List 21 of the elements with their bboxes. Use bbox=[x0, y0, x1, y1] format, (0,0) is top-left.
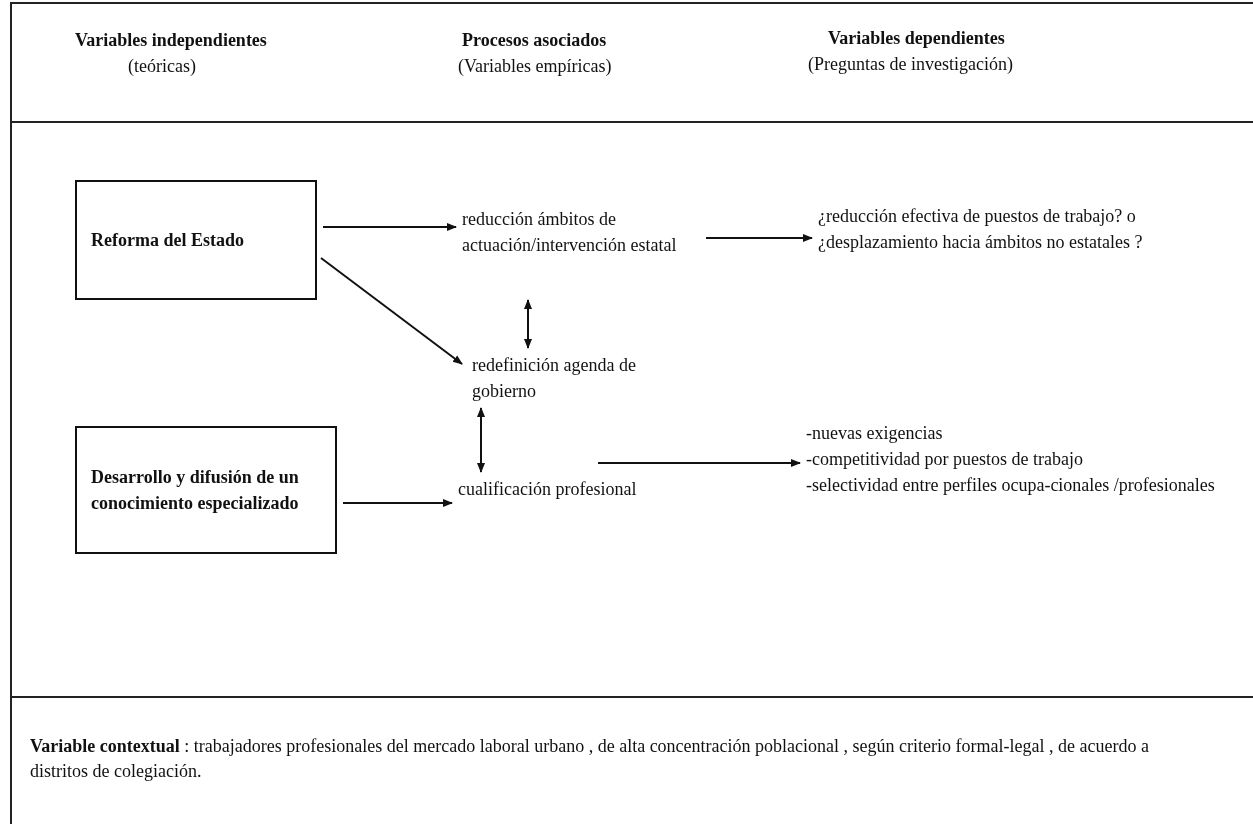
arrow bbox=[705, 234, 813, 242]
arrow bbox=[322, 223, 457, 231]
arrow bbox=[320, 257, 463, 365]
label-text: Variable contextual : trabajadores profesionales del mercado laboral urbano , de alta concentración poblacional , según criterio formal-legal , de acuerdo a distritos de colegiación. bbox=[30, 735, 1150, 784]
label-text: (Preguntas de investigación) bbox=[808, 53, 1014, 76]
process-text: cualificación profesional bbox=[458, 476, 680, 503]
process-text: redefinición agenda de gobierno bbox=[472, 352, 704, 405]
label-text: (teóricas) bbox=[128, 55, 197, 78]
arrow bbox=[477, 407, 485, 473]
column-heading: Variables dependientes bbox=[828, 27, 1006, 50]
process-text: reducción ámbitos de actuación/intervención estatal bbox=[462, 206, 700, 259]
arrow bbox=[342, 499, 453, 507]
variable-box: Desarrollo y difusión de un conocimiento especializado bbox=[75, 426, 337, 554]
arrow bbox=[524, 299, 532, 349]
variable-box: Reforma del Estado bbox=[75, 180, 317, 300]
process-text: -nuevas exigencias -competitividad por puestos de trabajo -selectividad entre perfiles ocupa-cionales /profesionales bbox=[806, 420, 1236, 499]
column-heading: Variables independientes bbox=[75, 29, 268, 52]
process-text: ¿reducción efectiva de puestos de trabajo? o ¿desplazamiento hacia ámbitos no estatales ? bbox=[818, 203, 1238, 256]
arrow bbox=[597, 459, 801, 467]
column-heading: Procesos asociados bbox=[462, 29, 608, 52]
label-text: (Variables empíricas) bbox=[458, 55, 613, 78]
